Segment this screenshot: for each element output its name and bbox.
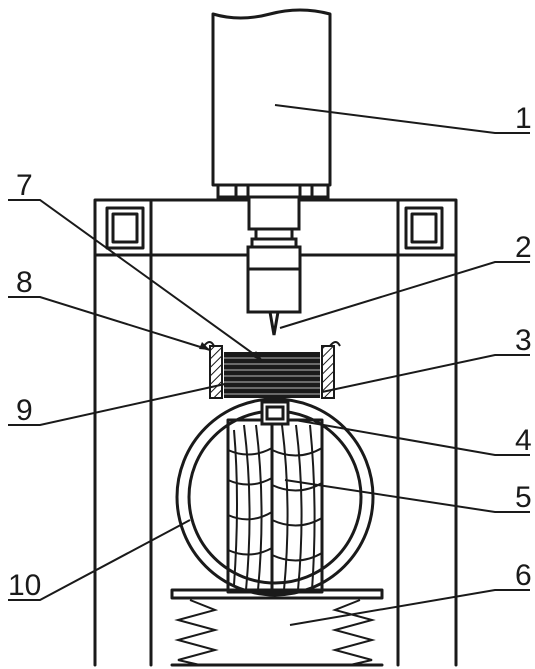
cylinder: [211, 8, 332, 199]
label-3: 3: [515, 324, 532, 357]
label-2: 2: [515, 231, 532, 264]
sample-stack: [224, 352, 320, 398]
punch-assembly: [246, 195, 302, 336]
leader-lines: [8, 104, 530, 626]
label-1: 1: [515, 102, 532, 135]
label-5: 5: [515, 481, 532, 514]
label-10: 10: [8, 569, 41, 602]
label-6: 6: [515, 559, 532, 592]
support: [170, 588, 384, 667]
press-frame: [93, 198, 458, 667]
label-9: 9: [16, 394, 33, 427]
label-7: 7: [16, 169, 33, 202]
sensor: [260, 400, 290, 426]
label-8: 8: [16, 266, 33, 299]
label-4: 4: [515, 424, 532, 457]
